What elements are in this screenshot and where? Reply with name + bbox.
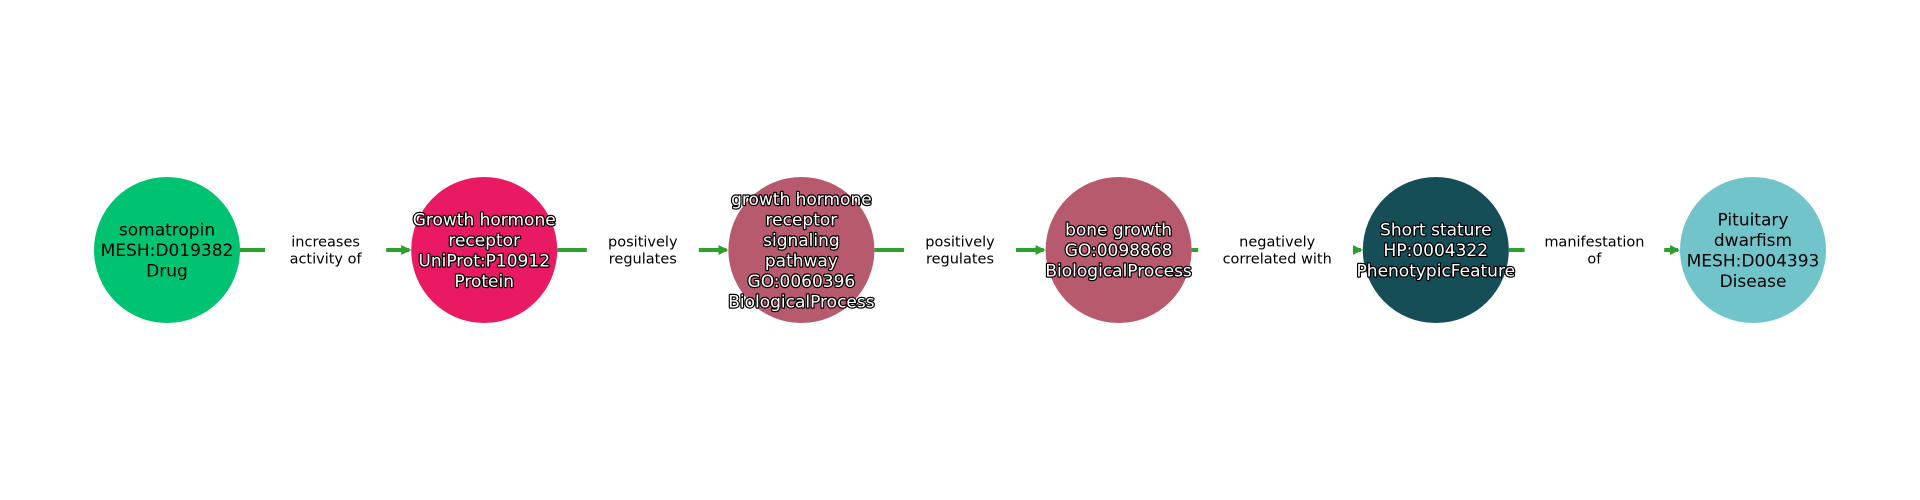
node-label: bone growth: [1065, 221, 1172, 241]
node-label: GO:0060396: [748, 272, 856, 292]
node-circle[interactable]: [411, 177, 558, 323]
edge-label: manifestation: [1544, 235, 1644, 251]
node-label: BiologicalProcess: [728, 292, 875, 312]
node-circle[interactable]: [94, 177, 240, 323]
edge-label: regulates: [609, 252, 677, 268]
node-label: Drug: [146, 262, 188, 282]
node-circle[interactable]: [1362, 177, 1509, 323]
edge-label: positively: [608, 235, 678, 251]
edge-label: regulates: [926, 252, 994, 268]
node-label: somatropin: [119, 221, 215, 241]
edge-label: positively: [925, 235, 995, 251]
node[interactable]: growth hormonereceptorsignalingpathwayGO…: [727, 177, 876, 323]
node-label: Protein: [454, 272, 514, 292]
node-circle[interactable]: [1045, 177, 1192, 323]
node-label: MESH:D004393: [1687, 251, 1820, 271]
node-label: MESH:D019382: [101, 241, 234, 261]
node-label: GO:0098868: [1065, 241, 1173, 261]
node-label: Pituitary: [1718, 210, 1789, 230]
node-label: PhenotypicFeature: [1357, 262, 1516, 282]
node-label: HP:0004322: [1384, 241, 1488, 261]
node-label: dwarfism: [1714, 231, 1792, 251]
edge-label: negatively: [1239, 235, 1315, 251]
node[interactable]: Growth hormonereceptorUniProt:P10912Prot…: [411, 177, 558, 323]
node-label: signaling: [763, 231, 840, 251]
node-label: BiologicalProcess: [1045, 262, 1192, 282]
node-label: Disease: [1720, 272, 1787, 292]
node-label: growth hormone: [731, 190, 872, 210]
edge-label: increases: [291, 235, 360, 251]
node-label: Growth hormone: [413, 210, 556, 230]
edge-label: of: [1587, 252, 1602, 268]
node-label: pathway: [765, 251, 838, 271]
node-label: Short stature: [1380, 221, 1491, 241]
node-label: receptor: [448, 231, 520, 251]
node-label: UniProt:P10912: [418, 251, 550, 271]
node-circle[interactable]: [1680, 177, 1826, 323]
edge-label: correlated with: [1223, 252, 1332, 268]
node-circle[interactable]: [728, 177, 875, 323]
node-label: receptor: [766, 210, 838, 230]
edge-label: activity of: [290, 252, 363, 268]
